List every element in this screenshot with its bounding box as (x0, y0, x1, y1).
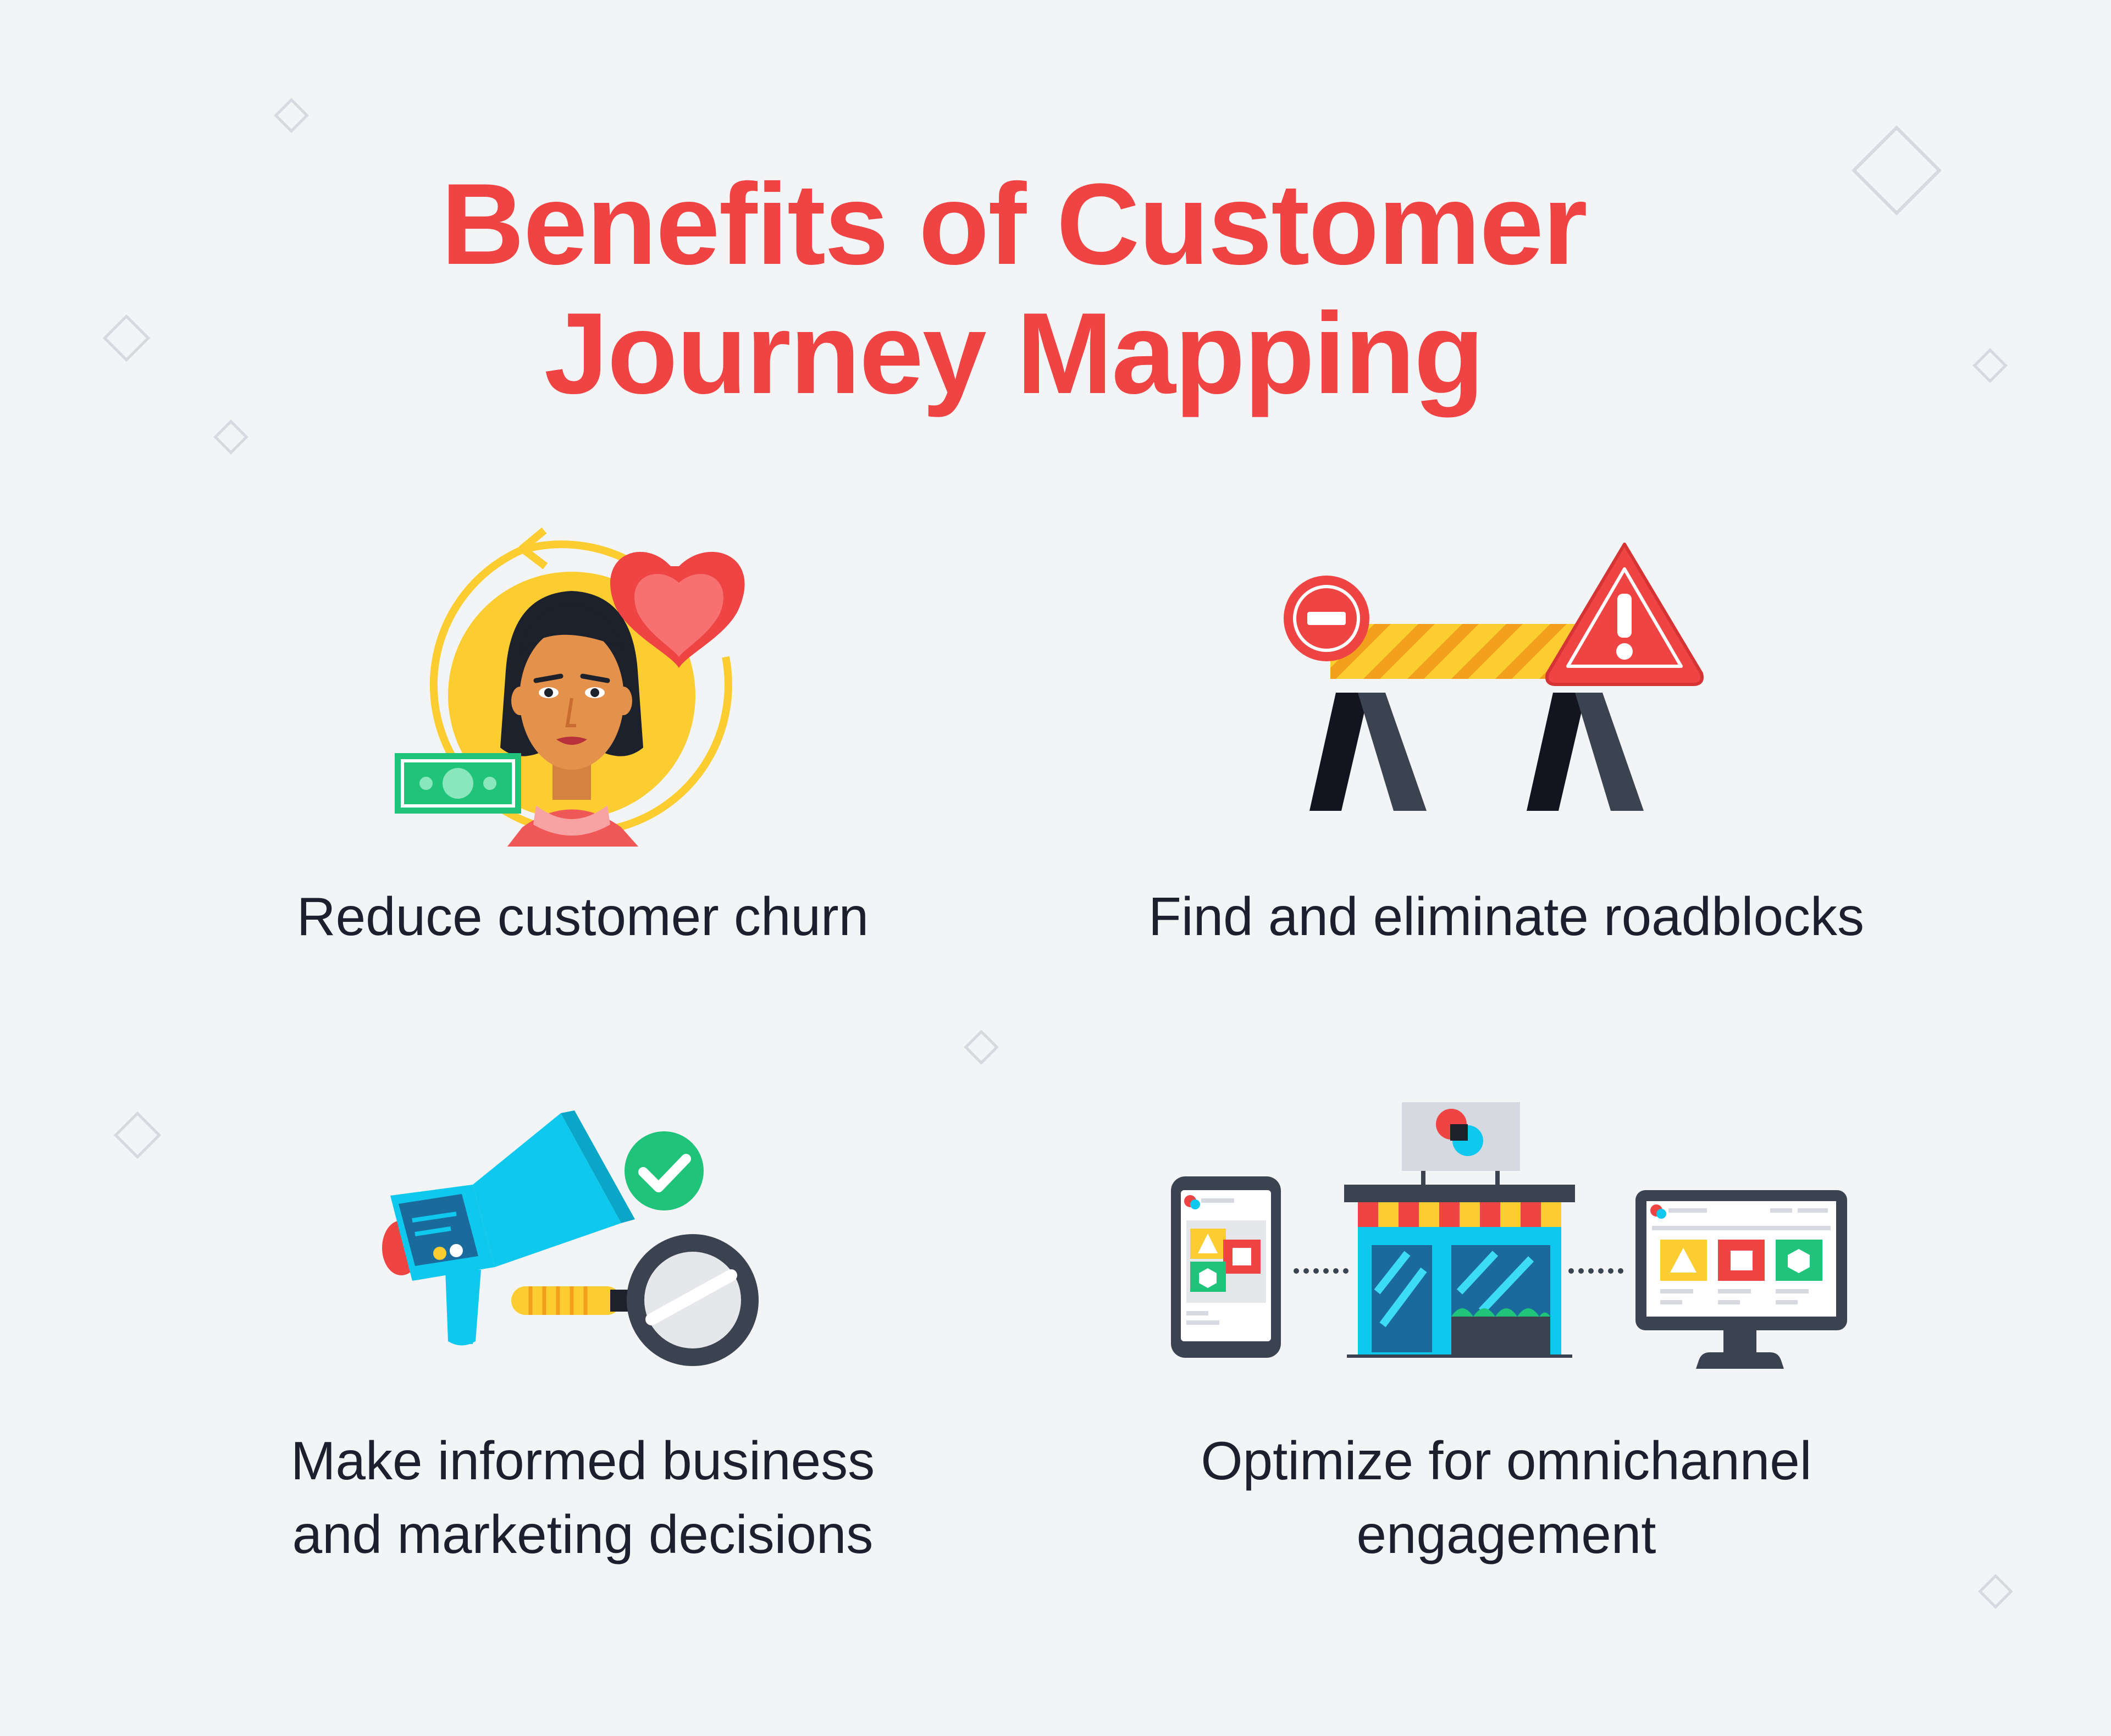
benefit-2-line-1: Find and eliminate roadblocks (1148, 886, 1864, 947)
benefit-4-line-1: Optimize for omnichannel (1201, 1430, 1812, 1491)
benefit-1-line-1: Reduce customer churn (296, 886, 869, 947)
diamond-decoration (964, 1030, 999, 1065)
diamond-decoration (113, 1111, 162, 1159)
title-line-1: Benefits of Customer (441, 159, 1588, 289)
benefit-caption-3: Make informed business and marketing dec… (209, 1424, 957, 1571)
benefit-caption-4: Optimize for omnichannel engagement (1099, 1424, 1913, 1571)
diamond-decoration (1851, 125, 1942, 216)
omnichannel-devices-icon (1171, 1102, 1847, 1369)
benefit-3-line-2: and marketing decisions (292, 1504, 874, 1564)
diamond-decoration (274, 98, 309, 133)
benefit-4-line-2: engagement (1356, 1504, 1656, 1564)
title-line-2: Journey Mapping (544, 289, 1484, 418)
page-title: Benefits of Customer Journey Mapping (0, 159, 2027, 418)
benefit-caption-1: Reduce customer churn (209, 880, 957, 953)
diamond-decoration (102, 314, 151, 362)
roadblock-icon (1284, 543, 1704, 811)
diamond-decoration (1972, 348, 2008, 383)
benefit-3-line-1: Make informed business (290, 1430, 875, 1491)
diamond-decoration (213, 419, 248, 455)
diamond-decoration (1978, 1574, 2013, 1609)
megaphone-magnifier-icon (382, 1110, 759, 1366)
benefit-caption-2: Find and eliminate roadblocks (1088, 880, 1924, 953)
customer-heart-icon (395, 527, 745, 847)
